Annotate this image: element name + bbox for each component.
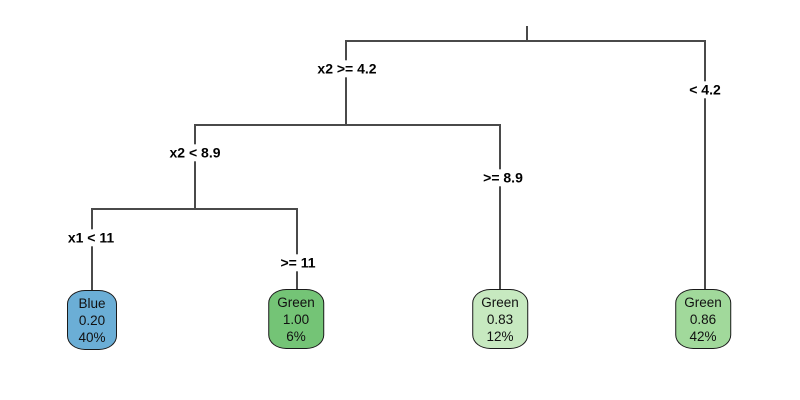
leaf-node-green-2: Green 0.83 12% [472,289,528,349]
leaf-coverage: 6% [286,329,306,344]
leaf-coverage: 12% [486,329,514,344]
split-label-x2-lt: x2 < 8.9 [165,144,225,162]
leaf-probability: 1.00 [282,312,310,327]
level2-left-drop-line [194,124,196,209]
leaf-node-green-1: Green 1.00 6% [268,289,324,349]
split-label-x2-ge: x2 >= 4.2 [313,60,381,78]
leaf-node-blue: Blue 0.20 40% [67,290,117,350]
leaf-class-label: Green [481,295,519,310]
leaf-coverage: 42% [689,329,717,344]
leaf-coverage: 40% [78,330,106,345]
level3-right-drop-line [296,208,298,290]
leaf-class-label: Blue [78,296,106,311]
level3-left-drop-line [91,208,93,291]
split-label-x2-lt-root: < 4.2 [685,81,725,99]
root-stem-line [526,26,528,41]
leaf-class-label: Green [277,295,315,310]
level1-branch-line [345,40,705,42]
leaf-probability: 0.20 [78,313,106,328]
split-label-x2-ge-8-9: >= 8.9 [479,169,527,187]
leaf-probability: 0.83 [486,312,514,327]
split-label-x1-lt: x1 < 11 [63,229,119,247]
level1-right-drop-line [704,40,706,290]
leaf-node-green-3: Green 0.86 42% [675,289,731,349]
leaf-class-label: Green [684,295,722,310]
split-label-x1-ge: >= 11 [276,254,320,272]
level2-right-drop-line [499,124,501,290]
level1-left-drop-line [345,40,347,125]
leaf-probability: 0.86 [689,312,717,327]
level2-branch-line [194,124,500,126]
level3-branch-line [91,208,297,210]
